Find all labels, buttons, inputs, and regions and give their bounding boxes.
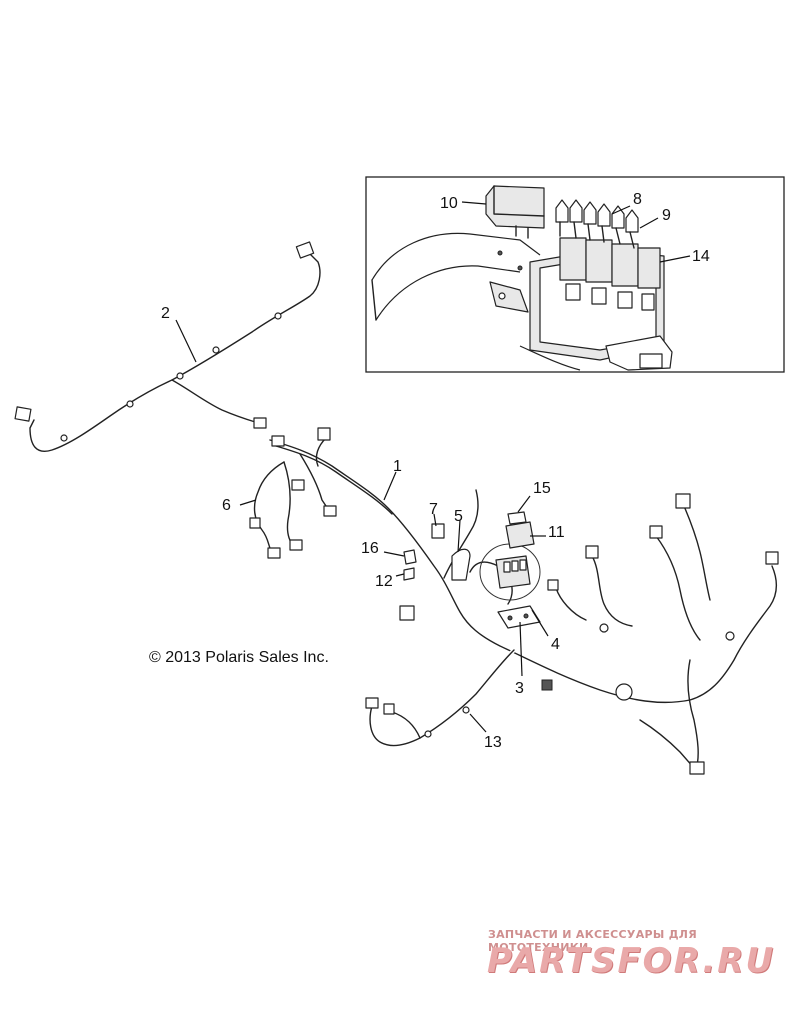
callout-12: 12 [375, 573, 393, 590]
harness-13: 13 [365, 647, 517, 751]
callout-11: 11 [548, 524, 565, 541]
callout-8: 8 [633, 191, 642, 208]
callout-9: 9 [662, 207, 671, 224]
callout-16: 16 [361, 540, 379, 557]
callout-5: 5 [454, 508, 463, 525]
watermark-logo: PARTSFOR.RU [487, 941, 776, 981]
callout-2: 2 [161, 305, 170, 322]
callout-7: 7 [429, 501, 438, 518]
detail-inset: 10 8 9 14 [365, 176, 785, 373]
callout-3: 3 [515, 680, 524, 697]
harness-1: 1 7 5 15 11 16 12 4 3 [267, 427, 779, 775]
callout-15: 15 [533, 480, 551, 497]
harness-2: 2 [14, 241, 322, 454]
callout-13: 13 [484, 734, 502, 751]
watermark-tagline: ЗАПЧАСТИ И АКСЕССУАРЫ ДЛЯ МОТОТЕХНИКИ [488, 928, 698, 954]
callout-10: 10 [440, 195, 458, 212]
callout-6: 6 [222, 497, 231, 514]
callout-4: 4 [551, 636, 560, 653]
callout-1: 1 [393, 458, 402, 475]
harness-6: 6 [222, 453, 337, 559]
copyright-notice: © 2013 Polaris Sales Inc. [149, 649, 329, 666]
callout-14: 14 [692, 248, 710, 265]
